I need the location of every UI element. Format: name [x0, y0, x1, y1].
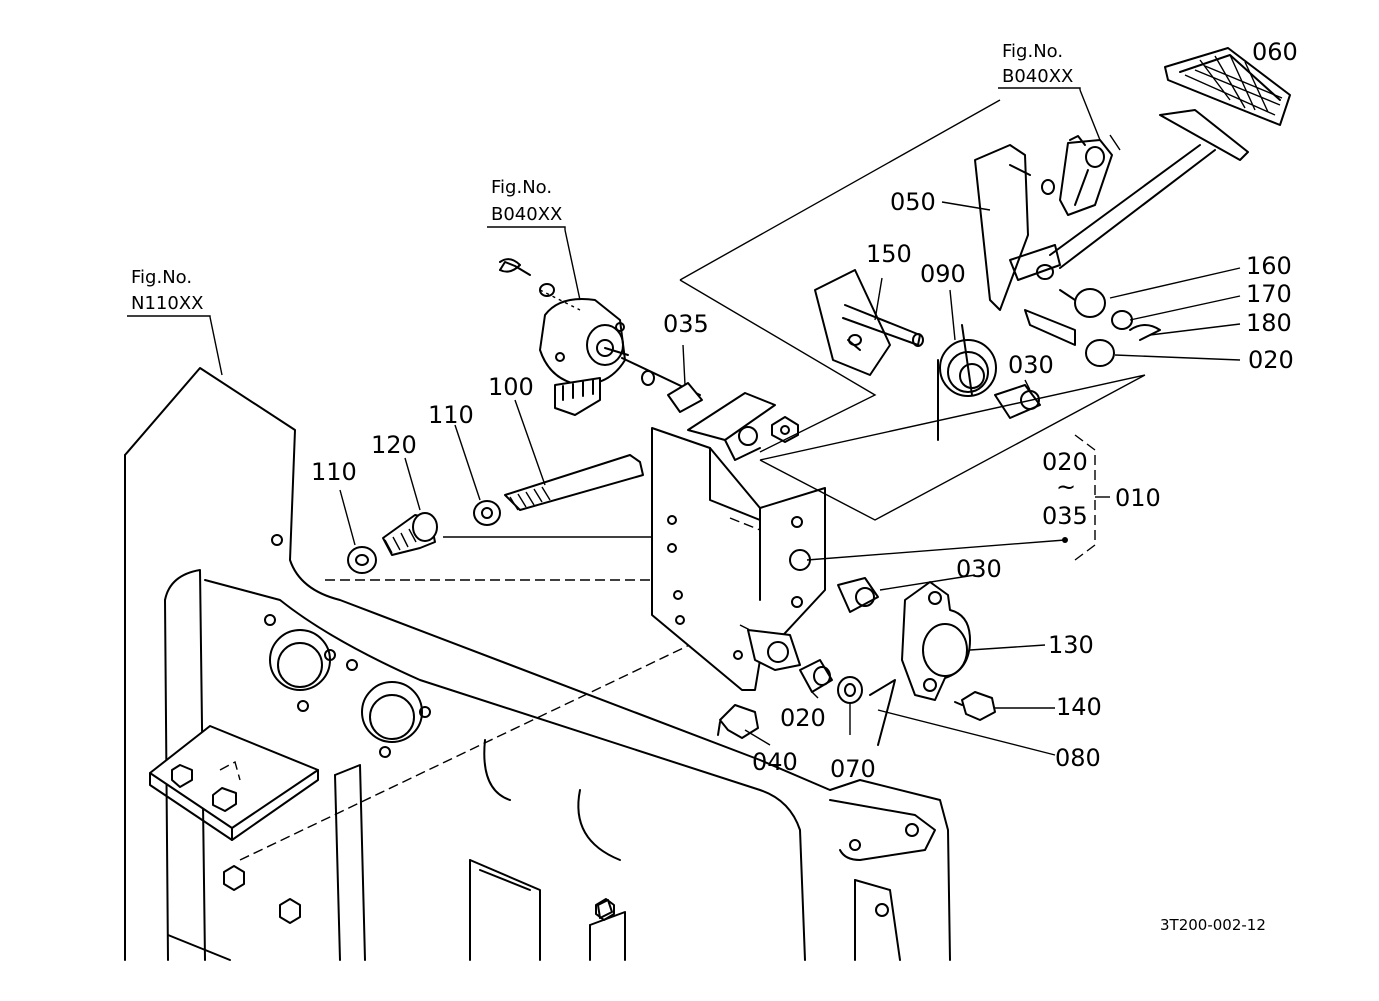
group-to: 035 — [1042, 502, 1088, 530]
frame-ref-line-2 — [289, 559, 341, 601]
label-150: 150 — [866, 240, 912, 268]
frame-body — [124, 367, 951, 961]
label-050: 050 — [890, 188, 936, 216]
group-from: 020 — [1042, 448, 1088, 476]
group-tilde: ~ — [1056, 473, 1076, 501]
subassembly-outline-1 — [679, 99, 1001, 453]
label-120: 120 — [371, 431, 417, 459]
hidden-line-1 — [239, 639, 701, 861]
lower-parts — [717, 577, 996, 746]
fig-ref-line1: Fig.No. — [131, 267, 192, 288]
bolt-group — [347, 454, 644, 574]
fig-ref-line2: B040XX — [1002, 66, 1073, 87]
fig-ref-line1: Fig.No. — [491, 177, 552, 198]
group-range-010: 020 ~ 035 010 — [1042, 448, 1161, 530]
label-030-upper: 030 — [1008, 351, 1054, 379]
label-140: 140 — [1056, 693, 1102, 721]
label-110-upper: 110 — [428, 401, 474, 429]
label-110-lower: 110 — [311, 458, 357, 486]
label-030-lower: 030 — [956, 555, 1002, 583]
label-020-lower: 020 — [780, 704, 826, 732]
label-130: 130 — [1048, 631, 1094, 659]
fig-ref-line1: Fig.No. — [1002, 41, 1063, 62]
label-060: 060 — [1252, 38, 1298, 66]
label-070: 070 — [830, 755, 876, 783]
label-090: 090 — [920, 260, 966, 288]
drawing-code: 3T200-002-12 — [1160, 916, 1266, 934]
fig-ref-n110xx: Fig.No. N110XX — [127, 267, 211, 317]
leader-lines — [209, 89, 1241, 756]
label-035: 035 — [663, 310, 709, 338]
subassembly-outline-2 — [759, 374, 1146, 521]
main-bracket-plate — [651, 392, 826, 691]
frame-ref-line — [199, 367, 296, 431]
label-020-upper: 020 — [1248, 346, 1294, 374]
label-170: 170 — [1246, 280, 1292, 308]
fig-ref-line2: N110XX — [131, 293, 203, 314]
fig-ref-line2: B040XX — [491, 204, 562, 225]
fig-ref-b040xx-right: Fig.No. B040XX — [998, 41, 1081, 90]
label-040: 040 — [752, 748, 798, 776]
label-100: 100 — [488, 373, 534, 401]
label-080: 080 — [1055, 744, 1101, 772]
pedal-assembly — [667, 47, 1291, 443]
label-010: 010 — [1115, 484, 1161, 512]
label-180: 180 — [1246, 309, 1292, 337]
label-160: 160 — [1246, 252, 1292, 280]
fig-ref-b040xx-center: Fig.No. B040XX — [487, 177, 566, 230]
